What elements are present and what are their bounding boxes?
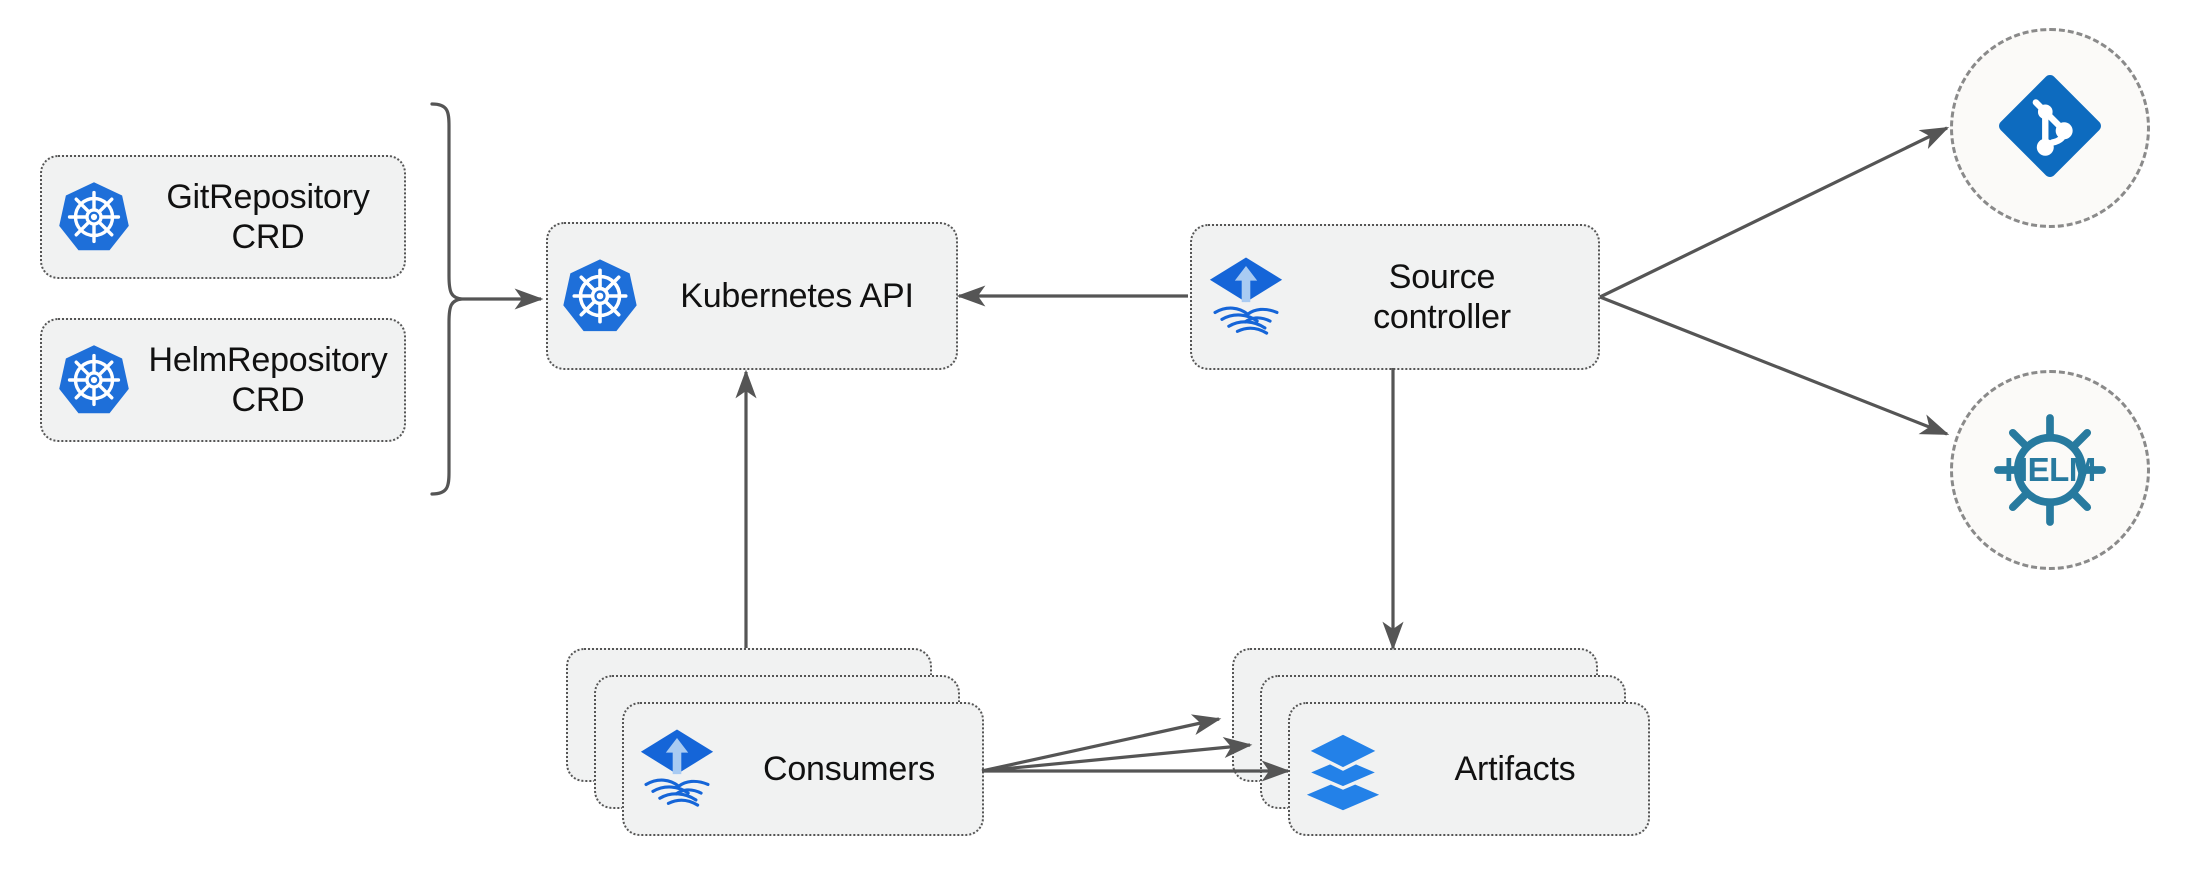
node-label-helmrepository-crd: HelmRepository CRD [148, 340, 388, 419]
node-kubernetes-api[interactable]: Kubernetes API [546, 222, 958, 370]
node-label-source-controller: Source controller [1373, 257, 1511, 336]
node-helm[interactable]: HELM [1950, 370, 2150, 570]
node-label-artifacts: Artifacts [1454, 749, 1576, 788]
node-gitrepository-crd[interactable]: GitRepository CRD [40, 155, 406, 279]
git-icon [1991, 67, 2109, 190]
node-label-consumers: Consumers [762, 749, 936, 788]
node-label-kubernetes-api: Kubernetes API [680, 276, 914, 315]
node-consumers[interactable]: Consumers [622, 702, 984, 836]
flux-icon [624, 726, 730, 812]
kubernetes-icon [42, 180, 146, 254]
helm-icon: HELM [1988, 408, 2112, 532]
edge-source-controller-to-git [1599, 126, 1950, 299]
helm-wordmark: HELM [2004, 451, 2096, 488]
node-source-controller[interactable]: Source controller [1190, 224, 1600, 370]
edge-consumers-to-artifacts-back [981, 714, 1222, 773]
node-git[interactable] [1950, 28, 2150, 228]
node-helmrepository-crd[interactable]: HelmRepository CRD [40, 318, 406, 442]
flux-icon [1192, 254, 1300, 340]
edge-source-controller-to-helm [1599, 295, 1950, 436]
kubernetes-icon [548, 257, 652, 335]
crd-group-brace [430, 102, 463, 496]
layers-icon [1290, 726, 1396, 812]
kubernetes-icon [42, 343, 146, 417]
node-artifacts[interactable]: Artifacts [1288, 702, 1650, 836]
node-label-gitrepository-crd: GitRepository CRD [166, 177, 370, 256]
edge-consumers-to-artifacts-mid [981, 737, 1253, 773]
